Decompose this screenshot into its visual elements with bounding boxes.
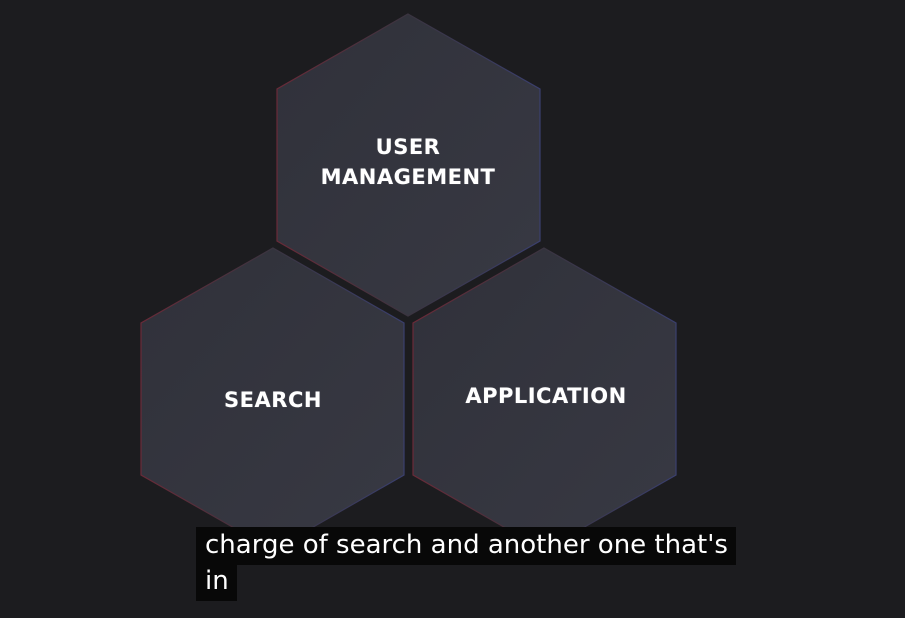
subtitle-line-1: charge of search and another one that's <box>196 527 736 565</box>
hexagon-user-management <box>276 13 541 317</box>
user-management-label: USER MANAGEMENT <box>318 132 498 192</box>
subtitle-line-2: in <box>196 563 237 601</box>
user-management-label-line1: USER <box>375 135 441 159</box>
user-management-label-line2: MANAGEMENT <box>320 165 496 189</box>
application-label: APPLICATION <box>465 384 627 408</box>
search-label: SEARCH <box>224 388 322 412</box>
video-subtitle: charge of search and another one that's … <box>196 527 736 601</box>
